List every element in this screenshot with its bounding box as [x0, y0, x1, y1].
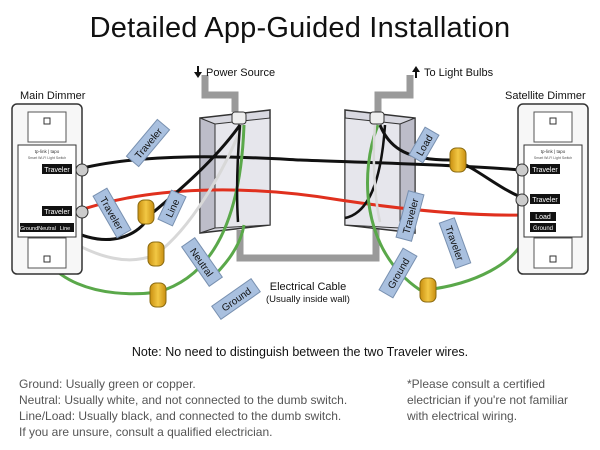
wire-nut-5 — [419, 277, 437, 303]
wire-nut-3 — [149, 282, 167, 308]
electrical-cable — [236, 225, 380, 262]
down-arrow-icon — [194, 66, 202, 78]
main-terminal-traveler-2: Traveler — [44, 209, 70, 216]
main-dimmer-device — [11, 103, 89, 275]
ground-supply-left — [157, 124, 246, 294]
main-terminal-line: Line — [60, 226, 70, 232]
ground-wire-right — [424, 227, 530, 292]
disclaimer-line-1: *Please consult a certified — [407, 377, 546, 391]
line-supply — [149, 124, 242, 217]
main-dimmer-label: Main Dimmer — [20, 90, 86, 102]
wire-nut-4 — [449, 147, 467, 173]
main-terminal-ground: Ground — [20, 226, 38, 232]
main-brand: tp-link | tapo — [35, 149, 60, 154]
electrical-cable-sub-label: (Usually inside wall) — [266, 294, 350, 305]
up-arrow-icon — [412, 66, 420, 78]
legend-neutral: Neutral: Usually white, and not connecte… — [19, 393, 348, 407]
power-source-label: Power Source — [206, 67, 275, 79]
legend-ground: Ground: Usually green or copper. — [19, 377, 196, 391]
satellite-dimmer-label: Satellite Dimmer — [505, 90, 586, 102]
light-cable — [374, 75, 414, 112]
legend-unsure: If you are unsure, consult a qualified e… — [19, 425, 273, 439]
page-title: Detailed App-Guided Installation — [89, 12, 511, 44]
traveler-wire-red — [74, 188, 526, 217]
main-terminal-neutral: Neutral — [38, 226, 56, 232]
satellite-model: Smart Wi-Fi Light Switch — [534, 156, 572, 160]
satellite-terminal-ground: Ground — [533, 226, 553, 232]
disclaimer-line-2: electrician if you're not familiar — [407, 393, 569, 407]
satellite-brand: tp-link | tapo — [541, 149, 566, 154]
wire-legend: Ground: Usually green or copper. Neutral… — [19, 376, 347, 440]
satellite-terminal-load: Load — [535, 214, 551, 221]
wire-nut-2 — [147, 241, 165, 267]
neutral-supply — [154, 124, 244, 257]
disclaimer: *Please consult a certified electrician … — [407, 376, 568, 424]
legend-line-load: Line/Load: Usually black, and connected … — [19, 409, 342, 423]
left-wall-box — [199, 109, 271, 234]
main-model: Smart Wi-Fi Light Switch — [28, 156, 66, 160]
wire-nut-1 — [137, 199, 155, 225]
satellite-terminal-traveler-1: Traveler — [532, 167, 558, 174]
disclaimer-line-3: with electrical wiring. — [407, 409, 518, 423]
power-cable — [201, 75, 239, 112]
satellite-terminal-traveler-2: Traveler — [532, 197, 558, 204]
wiring-diagram: tp-link | tapo Smart Wi-Fi Light Switch … — [11, 66, 589, 321]
to-light-bulbs-label: To Light Bulbs — [424, 67, 494, 79]
electrical-cable-label: Electrical Cable — [270, 281, 346, 293]
satellite-dimmer-device — [515, 103, 589, 275]
traveler-note: Note: No need to distinguish between the… — [131, 345, 469, 359]
main-terminal-traveler-1: Traveler — [44, 167, 70, 174]
